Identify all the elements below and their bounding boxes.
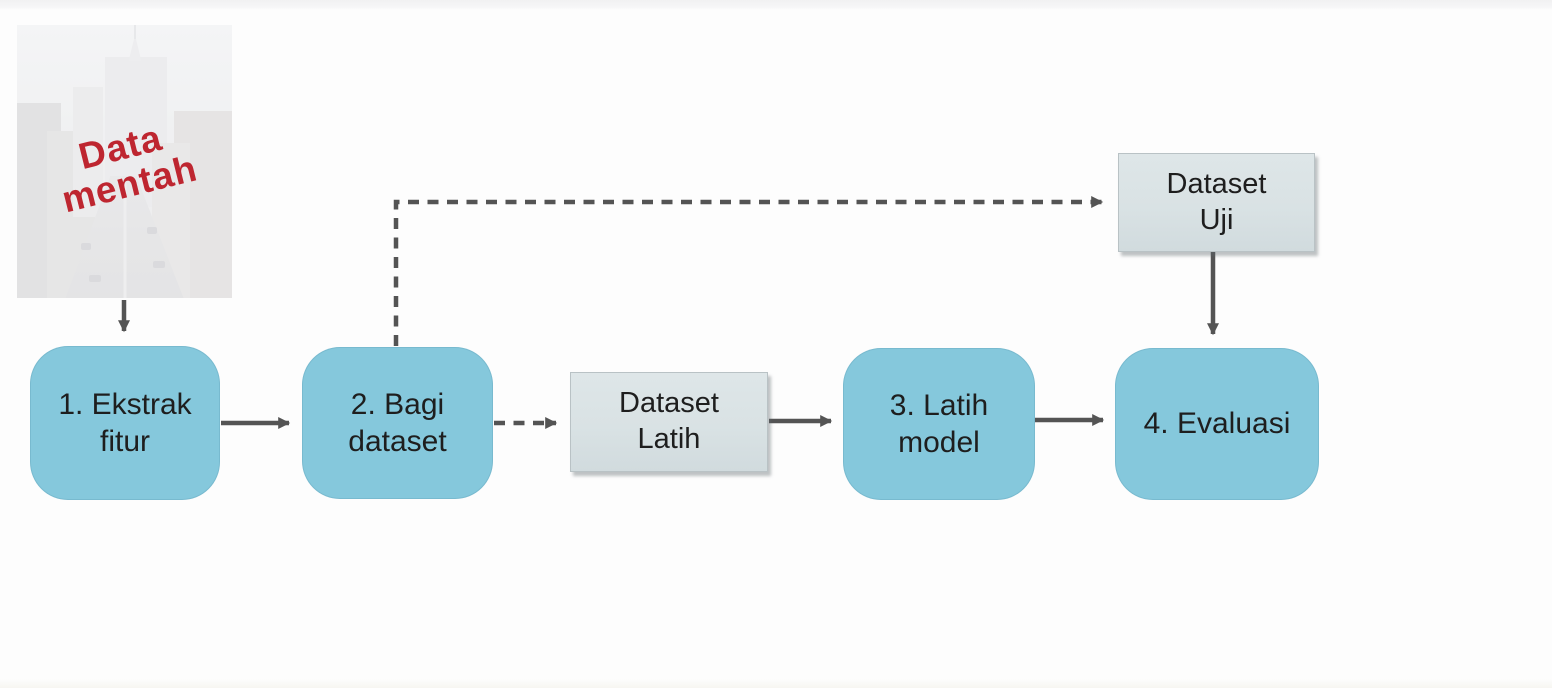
bottom-edge-artifact [0,679,1552,688]
node-training-dataset: Dataset Latih [570,372,768,472]
node-extract-features: 1. Ekstrak fitur [30,346,220,500]
photo-car [153,261,165,268]
node-split-dataset: 2. Bagi dataset [302,347,493,499]
node-extract-label: 1. Ekstrak fitur [58,387,192,458]
raw-data-photo: Data mentah [17,25,232,298]
raw-data-label: Data mentah [57,116,202,220]
photo-white-wash [17,25,232,298]
node-evaluate-label: 4. Evaluasi [1143,407,1291,441]
node-train-label: 3. Latih model [889,388,989,459]
node-trainset-label: Dataset Latih [619,387,719,455]
node-evaluate: 4. Evaluasi [1115,348,1319,500]
photo-building-mid-left [73,87,103,217]
node-test-dataset: Dataset Uji [1118,153,1315,252]
photo-building-antenna [134,25,136,39]
node-testset-label: Dataset Uji [1166,167,1267,236]
photo-car [147,227,157,234]
arrow-split-to-testset-dashed [393,196,1104,346]
photo-road-line [123,183,126,298]
node-split-label: 2. Bagi dataset [348,387,447,458]
top-edge-artifact [0,0,1552,10]
photo-car [89,275,101,282]
photo-car [81,243,91,250]
node-train-model: 3. Latih model [843,348,1035,500]
